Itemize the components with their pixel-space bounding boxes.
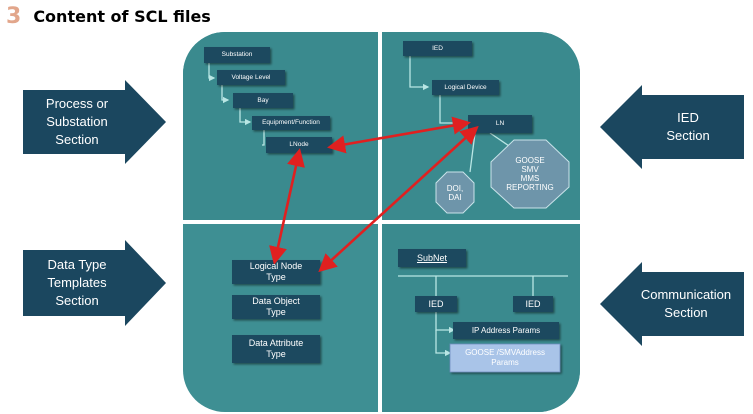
heading-title: Content of SCL files — [33, 6, 211, 26]
ln-lntype-arrow — [318, 125, 479, 273]
logical-device-box — [432, 80, 499, 95]
process-section-arrow — [23, 80, 166, 164]
communication-connectors — [398, 275, 568, 357]
horizontal-divider — [183, 220, 580, 224]
lnode-lntype-arrow — [269, 148, 305, 265]
subnet-box — [398, 249, 466, 267]
ied-box — [403, 41, 472, 56]
heading-number: 3 — [6, 3, 22, 29]
ied-left-box — [415, 296, 457, 312]
data-object-type-box — [232, 295, 320, 319]
communication-section-arrow — [600, 262, 744, 346]
goose-params-box — [449, 343, 561, 373]
slide-heading: 3 Content of SCL files — [6, 2, 211, 30]
bay-box — [233, 93, 293, 108]
reference-arrows — [269, 116, 479, 273]
voltage-level-box — [217, 70, 285, 85]
equipment-function-box — [252, 116, 330, 130]
data-attribute-type-box — [232, 335, 320, 363]
substation-connectors — [208, 63, 265, 146]
datatype-section-arrow — [23, 240, 166, 326]
ied-right-box — [513, 296, 553, 312]
ln-box — [468, 115, 532, 133]
ied-section-arrow — [600, 85, 744, 169]
substation-box — [204, 47, 270, 63]
lnode-box — [266, 137, 332, 153]
doi-dai-octagon — [435, 171, 475, 214]
logical-node-type-box — [232, 260, 320, 284]
ip-params-box — [453, 322, 559, 339]
goose-octagon — [490, 139, 570, 209]
